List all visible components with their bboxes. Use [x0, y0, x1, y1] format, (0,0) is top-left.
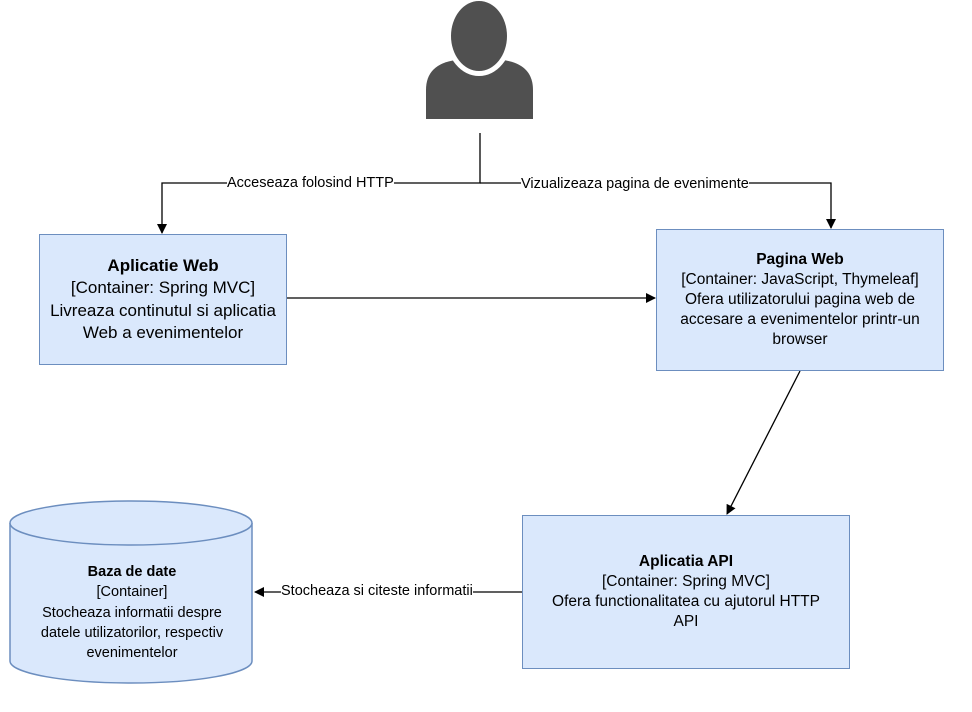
node-baza-de-date: Baza de date [Container] Stocheaza infor… — [12, 562, 252, 663]
user-icon — [426, 0, 533, 119]
node-type: [Container] — [96, 584, 168, 601]
node-description: evenimentelor — [86, 645, 178, 662]
node-pagina-web: Pagina Web [Container: JavaScript, Thyme… — [656, 229, 944, 371]
node-description: Stocheaza informatii despre — [42, 604, 222, 621]
node-description: Ofera utilizatorului pagina web de — [684, 290, 916, 308]
database-cylinder — [9, 500, 253, 684]
edge-pagina-to-api — [726, 370, 801, 515]
node-description: Livreaza continutul si aplicatia — [50, 300, 276, 320]
node-description: browser — [772, 331, 828, 349]
node-description: datele utilizatorilor, respectiv — [40, 624, 224, 641]
node-description: accesare a evenimentelor printr-un — [680, 311, 920, 329]
node-description: Web a evenimentelor — [82, 322, 244, 342]
node-type: [Container: Spring MVC] — [70, 278, 256, 298]
edge-label-vizualizeaza: Vizualizeaza pagina de evenimente — [521, 176, 749, 194]
node-description: Ofera functionalitatea cu ajutorul HTTP — [552, 593, 820, 610]
node-title: Baza de date — [87, 564, 177, 580]
node-aplicatie-web: Aplicatie Web [Container: Spring MVC] Li… — [39, 234, 287, 365]
node-type: [Container: Spring MVC] — [602, 572, 770, 590]
node-description: API — [673, 613, 699, 631]
node-type: [Container: JavaScript, Thymeleaf] — [681, 270, 919, 288]
node-title: Aplicatie Web — [107, 256, 219, 276]
node-aplicatia-api: Aplicatia API [Container: Spring MVC] Of… — [522, 515, 850, 669]
edge-label-acceseaza: Acceseaza folosind HTTP — [227, 175, 394, 193]
edge-label-stocheaza: Stocheaza si citeste informatii — [281, 583, 473, 601]
node-title: Pagina Web — [756, 250, 844, 268]
node-title: Aplicatia API — [638, 552, 734, 570]
